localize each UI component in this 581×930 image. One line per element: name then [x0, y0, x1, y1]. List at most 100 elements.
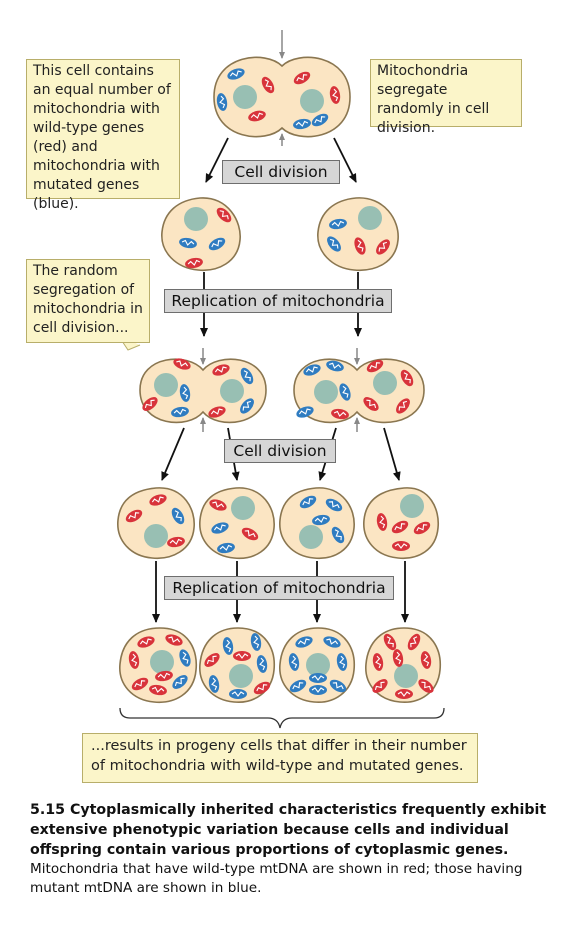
nucleus [314, 380, 338, 404]
step-label-text: Replication of mitochondria [172, 579, 386, 597]
wild-type-mitochondrion-icon [413, 521, 431, 535]
nucleus [184, 207, 208, 231]
mutant-mitochondrion-icon [289, 679, 307, 693]
mutant-mitochondrion-icon [326, 360, 344, 372]
step-label-replication: Replication of mitochondria [164, 576, 394, 600]
wild-type-mitochondrion-icon [204, 653, 220, 667]
wild-type-mitochondrion-icon [185, 257, 203, 269]
figure-number: 5.15 [30, 802, 66, 818]
mutant-mitochondrion-icon [336, 653, 348, 671]
wild-type-mitochondrion-icon [363, 397, 379, 411]
wild-type-mitochondrion-icon [155, 670, 173, 682]
nucleus [306, 653, 330, 677]
nucleus [358, 206, 382, 230]
mutant-mitochondrion-icon [208, 675, 220, 693]
daughter-cell-left [161, 197, 241, 272]
wild-type-mitochondrion-icon [165, 634, 183, 646]
wild-type-mitochondrion-icon [149, 494, 167, 506]
mutant-mitochondrion-icon [329, 218, 347, 230]
nucleus [400, 494, 424, 518]
wild-type-mitochondrion-icon [233, 651, 251, 661]
mutant-mitochondrion-icon [240, 367, 254, 385]
step-label-cell-division: Cell division [222, 160, 340, 184]
wild-type-mitochondrion-icon [376, 239, 390, 255]
caption-bold-text: Cytoplasmically inherited characteristic… [30, 802, 547, 858]
wild-type-mitochondrion-icon [407, 633, 421, 651]
wild-type-mitochondrion-icon [383, 633, 397, 651]
wild-type-mitochondrion-icon [420, 651, 432, 669]
wild-type-mitochondrion-icon [396, 398, 410, 414]
mutant-mitochondrion-icon [172, 675, 188, 689]
mutant-mitochondrion-icon [327, 236, 341, 252]
nucleus [233, 85, 257, 109]
wild-type-mitochondrion-icon [253, 681, 271, 695]
mutant-mitochondrion-icon [229, 689, 247, 699]
mutant-mitochondrion-icon [295, 636, 313, 648]
wild-type-mitochondrion-icon [131, 677, 149, 691]
mutant-mitochondrion-icon [256, 655, 268, 673]
mutant-mitochondrion-icon [309, 685, 327, 695]
mito-group [216, 68, 341, 130]
wild-type-mitochondrion-icon [392, 649, 404, 667]
wild-type-mitochondrion-icon [241, 527, 259, 541]
mutant-mitochondrion-icon [329, 679, 347, 693]
nucleus [154, 373, 178, 397]
granddaughter-cell-3 [279, 487, 355, 559]
nucleus [394, 664, 418, 688]
dividing-cell-right [293, 348, 425, 432]
caption-heading: 5.15 Cytoplasmically inherited character… [30, 800, 550, 860]
granddaughter-cell-4 [363, 487, 440, 559]
mutant-mitochondrion-icon [331, 526, 345, 544]
wild-type-mitochondrion-icon [354, 237, 366, 255]
wild-type-mitochondrion-icon [125, 509, 143, 523]
progeny-brace [119, 707, 445, 729]
wild-type-mitochondrion-icon [376, 513, 388, 531]
wild-type-mitochondrion-icon [149, 684, 167, 696]
mutant-mitochondrion-icon [250, 633, 262, 651]
mutant-mitochondrion-icon [211, 522, 229, 534]
mutant-mitochondrion-icon [222, 637, 234, 655]
progeny-cell-4 [365, 627, 442, 703]
mutant-mitochondrion-icon [217, 542, 235, 554]
flow-arrow [161, 427, 185, 481]
mutant-mitochondrion-icon [240, 398, 254, 414]
callout-text: The random segregation of mitochondria i… [33, 263, 143, 336]
caption-body: Mitochondria that have wild-type mtDNA a… [30, 861, 523, 896]
wild-type-mitochondrion-icon [331, 408, 349, 420]
wild-type-mitochondrion-icon [329, 86, 341, 104]
wild-type-mitochondrion-icon [391, 520, 409, 534]
mutant-mitochondrion-icon [179, 649, 191, 667]
nucleus [144, 524, 168, 548]
wild-type-mitochondrion-icon [261, 76, 275, 94]
wild-type-mitochondrion-icon [173, 358, 191, 370]
flow-arrow [205, 137, 229, 183]
nucleus [299, 525, 323, 549]
wild-type-mitochondrion-icon [400, 369, 414, 387]
figure-caption: 5.15 Cytoplasmically inherited character… [30, 800, 550, 898]
parent-dividing-cell [213, 30, 351, 146]
mutant-mitochondrion-icon [216, 93, 228, 111]
wild-type-mitochondrion-icon [372, 653, 384, 671]
callout-text: Mitochondria segregate randomly in cell … [377, 63, 490, 136]
granddaughter-cell-1 [117, 487, 195, 560]
nucleus [373, 371, 397, 395]
nucleus [229, 664, 253, 688]
wild-type-mitochondrion-icon [137, 636, 155, 648]
mutant-mitochondrion-icon [171, 406, 189, 418]
flow-arrow [333, 137, 357, 183]
step-label-text: Replication of mitochondria [171, 292, 385, 310]
mutant-mitochondrion-icon [312, 514, 330, 526]
mutant-mitochondrion-icon [303, 364, 321, 376]
callout-random-segregation: The random segregation of mitochondria i… [26, 259, 150, 343]
mutant-mitochondrion-icon [296, 406, 314, 418]
callout-text: This cell contains an equal number of mi… [33, 63, 171, 212]
step-label-text: Cell division [234, 163, 328, 181]
step-label-replication: Replication of mitochondria [164, 289, 392, 313]
nucleus [231, 496, 255, 520]
wild-type-mitochondrion-icon [128, 651, 140, 669]
callout-result: ...results in progeny cells that differ … [82, 733, 478, 783]
wild-type-mitochondrion-icon [366, 359, 384, 373]
step-label-text: Cell division [233, 442, 327, 460]
mutant-mitochondrion-icon [208, 237, 226, 251]
